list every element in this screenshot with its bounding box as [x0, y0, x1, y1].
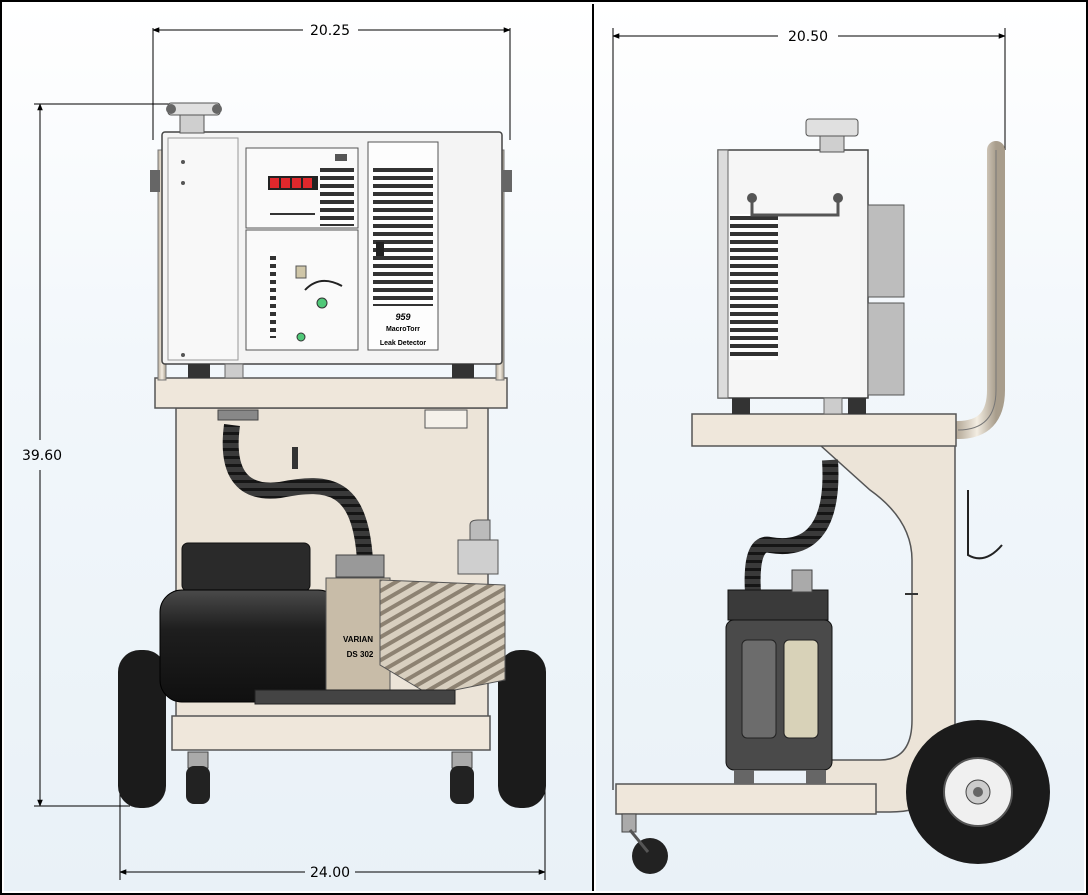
led-digit [303, 178, 312, 188]
side-caster [632, 838, 668, 874]
pump-exhaust-fitting [457, 539, 499, 575]
fan-lower [867, 302, 905, 396]
led-digit [281, 178, 290, 188]
wheel-right [498, 650, 546, 808]
side-vents [730, 214, 778, 360]
dimension-front-top: 20.25 [310, 23, 350, 39]
cabinet-side-panel [167, 137, 239, 361]
motor-junction-box [181, 542, 311, 592]
side-top-shelf [691, 413, 957, 447]
side-inlet-clamp [805, 118, 859, 137]
control-panel [245, 229, 359, 351]
vent-grille [373, 168, 433, 306]
model-number: 959 [395, 312, 410, 322]
front-view: 959 MacroTorr Leak Detector VARIAN DS 30… [22, 23, 546, 881]
green-lamp-small [296, 332, 306, 342]
indicator [335, 154, 347, 161]
pump-top [727, 589, 829, 621]
side-handle [949, 141, 1005, 439]
product-label: Leak Detector [380, 340, 427, 347]
led-digit [270, 178, 279, 188]
bar-graph [270, 252, 276, 338]
brand-label: MacroTorr [386, 326, 420, 333]
wheel-left [118, 650, 166, 808]
side-bottom-shelf [615, 783, 877, 815]
mode-switch[interactable] [295, 265, 307, 279]
led-digit [292, 178, 301, 188]
dimension-front-bottom: 24.00 [310, 865, 350, 881]
caster-left [186, 766, 210, 804]
power-switch[interactable] [376, 242, 384, 256]
green-lamp [316, 297, 328, 309]
caster-right [450, 766, 474, 804]
bracket [424, 409, 468, 429]
side-handle-bar [750, 200, 840, 217]
inlet-flange [179, 114, 205, 134]
cart-top-shelf [154, 377, 508, 409]
fan-upper [867, 204, 905, 298]
dimension-side-top: 20.50 [788, 29, 828, 45]
dimension-front-height: 39.60 [22, 448, 62, 464]
pump-brand: VARIAN [343, 635, 373, 644]
side-vacuum-hose [744, 459, 839, 612]
pump-motor [159, 589, 341, 703]
display-vents [320, 168, 354, 226]
cord-hook [967, 490, 1003, 560]
cart-bottom-shelf [171, 715, 491, 751]
vacuum-hose [222, 423, 373, 561]
latch-left [150, 170, 160, 192]
pump-model: DS 302 [347, 650, 374, 659]
range-arc [304, 279, 343, 291]
side-view: 20.50 [612, 28, 1050, 874]
latch-right [502, 170, 512, 192]
pump-cooling-fins [379, 579, 506, 696]
pump-base [254, 689, 456, 705]
